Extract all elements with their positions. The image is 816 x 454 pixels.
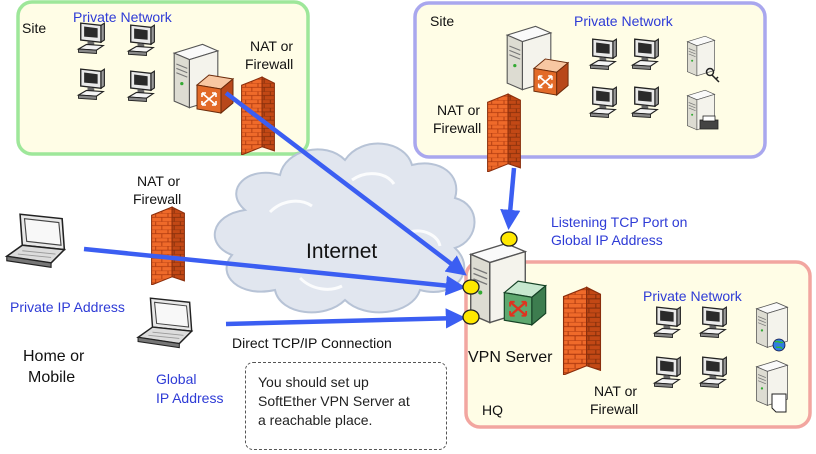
arrow-private-laptop-to-hq bbox=[83, 246, 467, 296]
firewall-icon bbox=[562, 286, 602, 375]
print-server-icon bbox=[687, 89, 719, 131]
hq-label: HQ bbox=[482, 402, 503, 418]
site-left-network-label: Private Network bbox=[73, 9, 173, 25]
internet-label: Internet bbox=[306, 240, 377, 263]
laptop-icon bbox=[137, 297, 193, 349]
listening-port-dot bbox=[462, 279, 480, 295]
site-left-nat-label: NAT or Firewall bbox=[245, 38, 297, 72]
home-nat-label: NAT or Firewall bbox=[133, 173, 184, 207]
site-right-nat-label: NAT or Firewall bbox=[433, 102, 484, 136]
document-server-icon bbox=[756, 360, 788, 413]
note-line: SoftEther VPN Server at bbox=[258, 393, 410, 409]
note-line: a reachable place. bbox=[258, 412, 373, 428]
listening-port-label: Listening TCP Port on Global IP Address bbox=[551, 214, 691, 248]
hq-network-label: Private Network bbox=[643, 288, 743, 304]
firewall-icon bbox=[487, 93, 521, 172]
hq-zone bbox=[464, 260, 812, 429]
direct-connection-label: Direct TCP/IP Connection bbox=[232, 335, 392, 351]
arrow-global-laptop-to-hq bbox=[225, 308, 467, 329]
lock-server-icon bbox=[687, 35, 720, 83]
router-icon bbox=[503, 279, 547, 327]
arrow-site-left-to-hq bbox=[224, 91, 467, 276]
connections bbox=[83, 91, 521, 329]
arrow-site-right-to-hq bbox=[500, 167, 521, 231]
hq-nat-label: NAT or Firewall bbox=[590, 383, 641, 417]
private-ip-label: Private IP Address bbox=[10, 299, 125, 315]
listening-port-dot bbox=[462, 309, 480, 325]
listening-port-dot bbox=[500, 231, 518, 247]
globe-server-icon bbox=[756, 302, 788, 352]
site-left-label: Site bbox=[22, 20, 46, 36]
home-or-mobile-label: Home or Mobile bbox=[23, 348, 89, 386]
setup-note: You should set up SoftEther VPN Server a… bbox=[245, 362, 447, 450]
cloud-icon bbox=[213, 142, 476, 314]
global-ip-label: Global IP Address bbox=[156, 371, 223, 406]
router-icon bbox=[533, 58, 569, 96]
note-line: You should set up bbox=[258, 374, 369, 390]
site-right-network-label: Private Network bbox=[574, 13, 674, 29]
site-right-label: Site bbox=[430, 13, 454, 29]
firewall-icon bbox=[151, 206, 185, 285]
laptop-icon bbox=[5, 213, 66, 269]
vpn-server-label: VPN Server bbox=[468, 349, 553, 366]
